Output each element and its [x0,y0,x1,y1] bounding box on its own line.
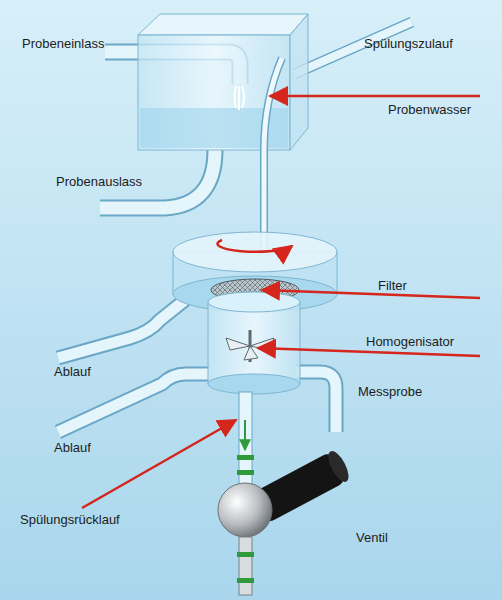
flow-arrow [244,420,246,450]
leader-arrow [82,420,236,508]
outlet-stem [239,392,252,492]
valve-stem [239,537,252,595]
part-label: Probenauslass [56,174,142,190]
part-label: Homogenisator [366,334,454,350]
stem-ring [237,552,254,557]
water-stream [235,86,245,110]
sample-tube [264,58,282,250]
filter-housing [173,232,337,312]
sample-pipe [296,372,336,432]
part-label: Probeneinlass [22,36,104,52]
leader-arrow [262,290,480,298]
chamber-body [208,302,300,384]
tank-side [290,14,308,150]
homogenizer-chamber [208,292,300,394]
valve-body [218,483,272,537]
drain-pipe [58,374,210,432]
part-label: Spülungsrücklauf [20,512,120,528]
leader-arrow [270,95,480,98]
part-label: Ventil [356,530,388,546]
part-label: Ablauf [54,364,91,380]
housing-bottom [173,276,337,312]
part-label: Ablauf [54,440,91,456]
sample-tank [138,14,308,150]
leader-arrows [82,96,480,508]
tank-top [138,14,308,35]
actuator-end [324,448,352,485]
sample-tube [264,58,282,250]
drain-pipe [58,374,210,432]
chamber-top [208,292,300,312]
housing-top [173,232,337,272]
chamber-bottom [208,374,300,394]
drain-pipe [58,300,185,358]
part-label: Spülungszulauf [364,36,453,52]
part-label: Probenwasser [388,102,471,118]
stem-ring [237,578,254,583]
pipes [58,22,412,432]
stem-ring [237,455,254,460]
leader-arrow [258,348,480,356]
rotation-arrow [217,240,292,252]
part-label: Messprobe [358,384,422,400]
stem-ring [237,470,254,475]
part-label: Filter [378,278,407,294]
valve-assembly [218,392,353,595]
sample-pipe [296,372,336,432]
drain-pipe [58,300,185,358]
